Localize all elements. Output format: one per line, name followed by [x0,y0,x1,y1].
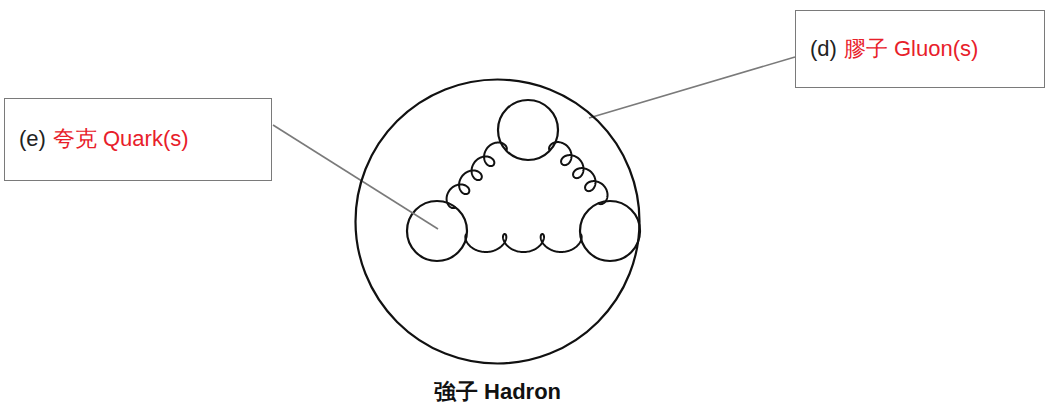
gluon-spring [465,234,581,252]
callout-box: (e) 夸克 Quark(s) [4,98,272,181]
callout-letter: (e) [19,126,46,151]
hadron-outline [354,78,641,365]
gluon-spring [447,142,507,208]
gluon-spring [549,142,607,204]
callout-letter: (d) [810,36,837,61]
callout-box: (d) 膠子 Gluon(s) [795,10,1045,88]
hadron-circle: 強子 Hadron [354,78,641,404]
leader-line [589,57,795,118]
part-name: 膠子 Gluon(s) [844,36,978,61]
quark-circle [407,201,467,261]
part-name: 夸克 Quark(s) [53,126,189,151]
hadron-label: 強子 Hadron [354,377,641,407]
quark-circle [580,201,640,261]
